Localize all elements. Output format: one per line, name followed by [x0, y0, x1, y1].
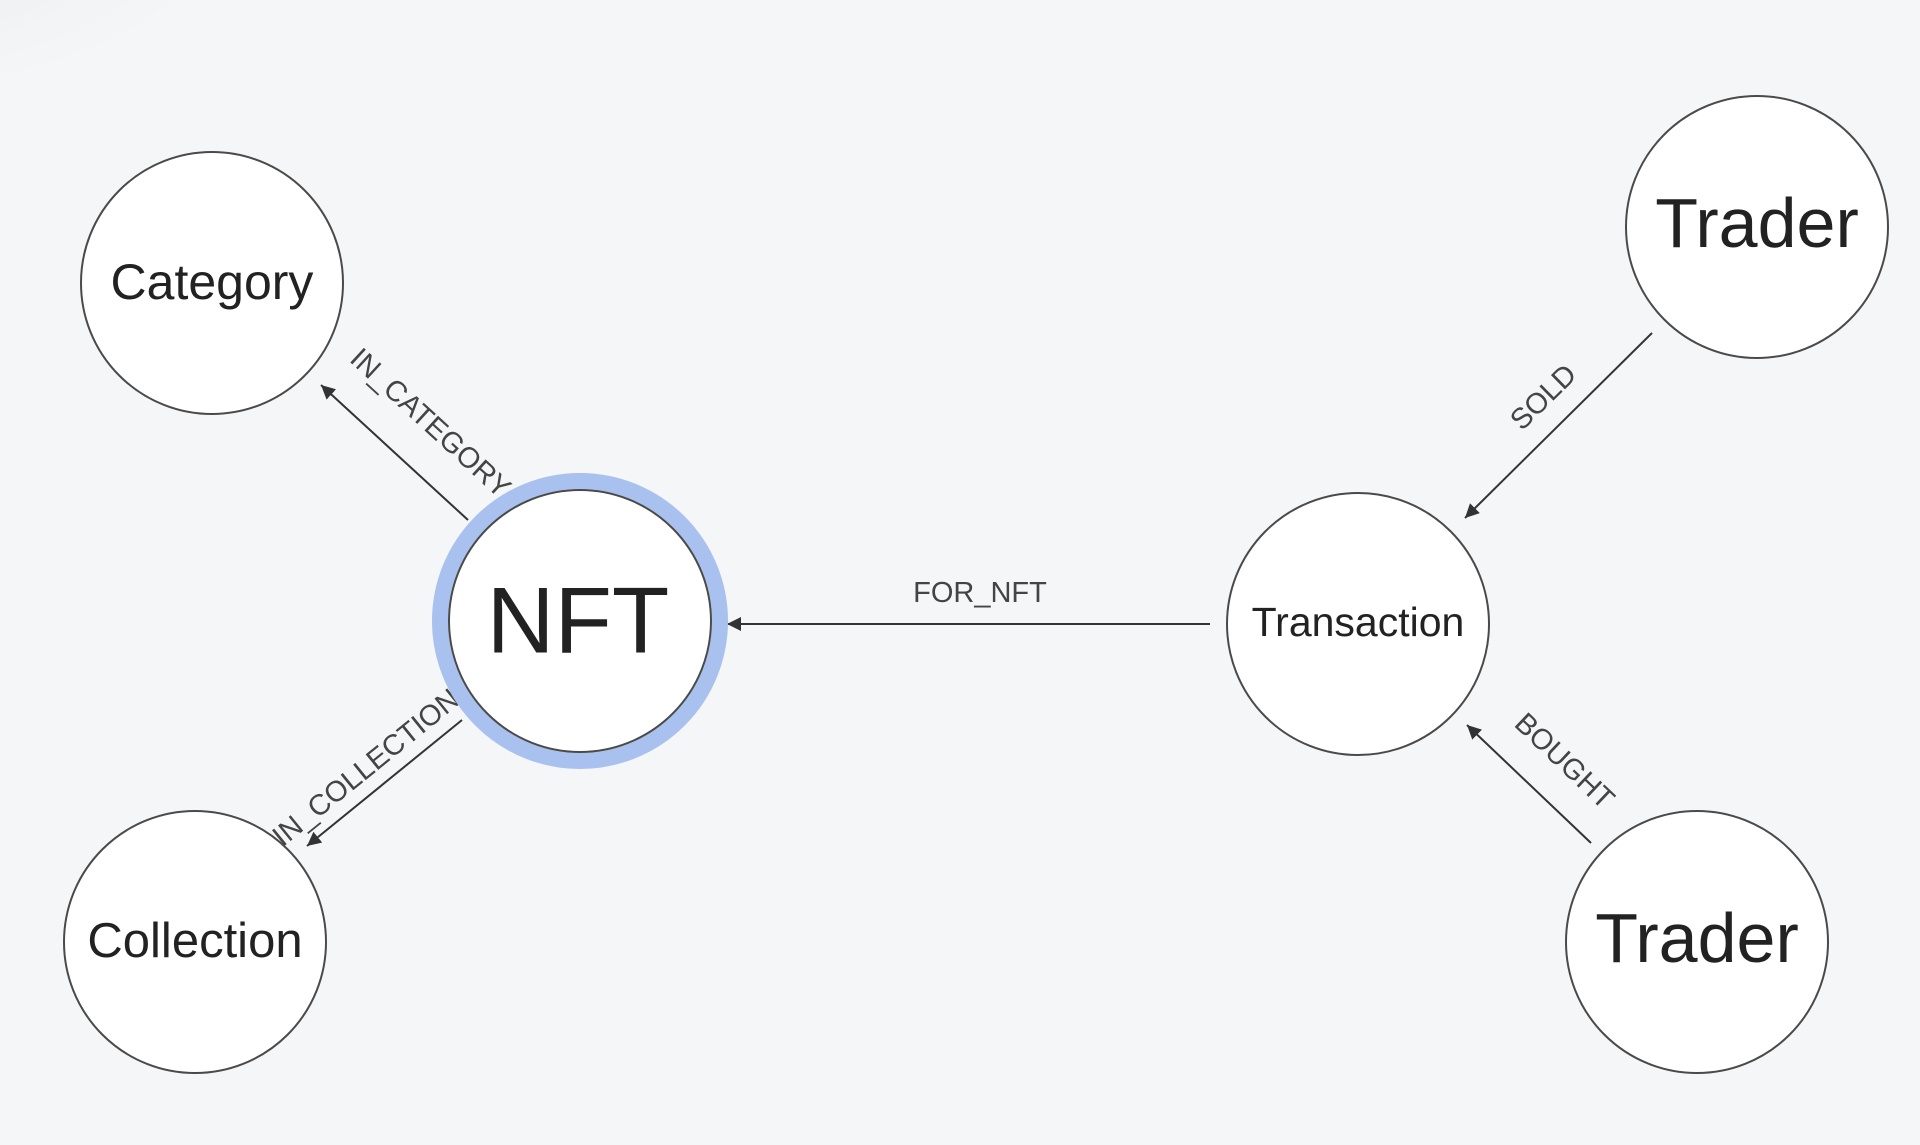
node-category-circle[interactable]	[80, 151, 344, 415]
edge-sold-line[interactable]	[1464, 332, 1653, 519]
node-trader-top[interactable]: Trader	[1625, 95, 1889, 359]
edge-for-nft[interactable]: FOR_NFT	[727, 577, 1210, 631]
edge-in-collection-line[interactable]	[306, 719, 463, 847]
edge-in-collection-label: IN_COLLECTION	[267, 683, 466, 853]
node-nft[interactable]: NFT	[432, 473, 728, 769]
corner-shadow	[0, 0, 300, 130]
node-nft-label: NFT	[487, 568, 670, 673]
node-nft-selection-halo	[432, 473, 728, 769]
node-transaction[interactable]: Transaction	[1226, 492, 1490, 756]
node-collection[interactable]: Collection	[63, 810, 327, 1074]
node-collection-label: Collection	[87, 914, 302, 968]
node-collection-circle[interactable]	[63, 810, 327, 1074]
edge-in-category-line[interactable]	[320, 384, 469, 521]
edge-for-nft-label: FOR_NFT	[913, 577, 1047, 609]
edge-in-category-label: IN_CATEGORY	[344, 342, 517, 504]
node-category-label: Category	[111, 254, 314, 310]
edge-bought-line[interactable]	[1466, 724, 1592, 844]
edge-sold-label: SOLD	[1504, 358, 1583, 436]
node-trader-bottom-label: Trader	[1595, 899, 1799, 977]
edge-sold[interactable]: SOLD	[1464, 332, 1653, 519]
node-trader-bottom[interactable]: Trader	[1565, 810, 1829, 1074]
node-trader-top-circle[interactable]	[1625, 95, 1889, 359]
node-nft-circle[interactable]	[448, 489, 712, 753]
node-transaction-circle[interactable]	[1226, 492, 1490, 756]
edge-in-collection[interactable]: IN_COLLECTION	[267, 683, 466, 853]
edge-bought[interactable]: BOUGHT	[1466, 707, 1620, 844]
node-category[interactable]: Category	[80, 151, 344, 415]
edge-in-category[interactable]: IN_CATEGORY	[320, 342, 517, 521]
node-trader-top-label: Trader	[1655, 184, 1859, 262]
node-trader-bottom-circle[interactable]	[1565, 810, 1829, 1074]
node-transaction-label: Transaction	[1252, 599, 1465, 645]
edge-bought-label: BOUGHT	[1508, 707, 1620, 816]
